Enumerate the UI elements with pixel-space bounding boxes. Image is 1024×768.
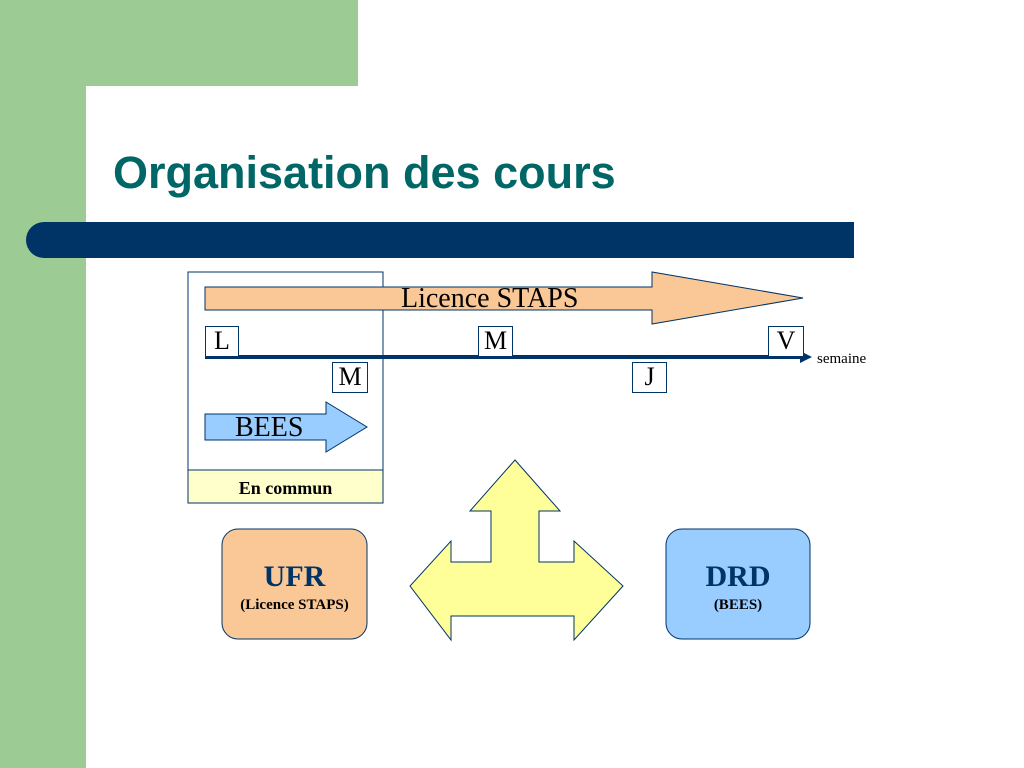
day-thursday: J — [632, 362, 667, 393]
common-label: En commun — [238, 478, 333, 498]
day-monday: L — [205, 326, 239, 357]
bees-label: BEES — [235, 412, 304, 443]
day-friday: V — [768, 326, 804, 357]
top-decoration — [0, 0, 358, 86]
slide-title: Organisation des cours — [113, 147, 616, 198]
drd-box — [665, 528, 811, 640]
bees-arrow — [204, 401, 368, 453]
common-label-box — [187, 469, 384, 504]
licence-arrow — [204, 271, 804, 325]
title-underline-bar — [26, 222, 854, 258]
drd-subtitle: (BEES) — [713, 597, 763, 613]
three-way-arrow — [409, 459, 624, 642]
ufr-title: UFR — [263, 560, 326, 593]
ufr-box — [221, 528, 368, 640]
licence-label: Licence STAPS — [401, 283, 579, 314]
ufr-subtitle: (Licence STAPS) — [240, 597, 349, 613]
day-tuesday: M — [332, 362, 368, 393]
day-wednesday: M — [478, 326, 513, 357]
axis-label: semaine — [817, 351, 867, 367]
drd-title: DRD — [705, 560, 771, 593]
sidebar-decoration — [0, 0, 86, 768]
